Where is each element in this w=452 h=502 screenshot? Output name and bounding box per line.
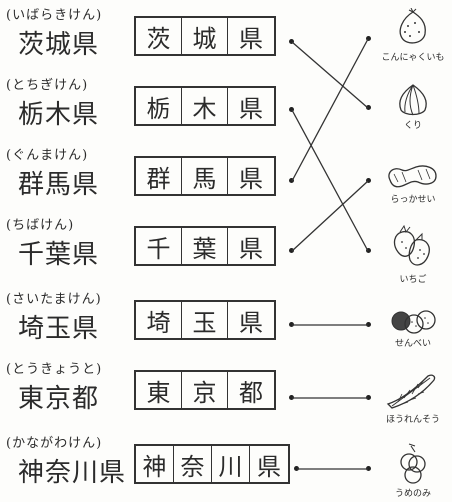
produce-item: こんにゃくいも <box>374 8 452 63</box>
kanji-box: 県 <box>239 308 263 337</box>
right-dot[interactable] <box>366 395 371 400</box>
produce-item: らっかせい <box>374 160 452 205</box>
right-dot[interactable] <box>366 105 371 110</box>
rice-cracker-icon <box>391 310 436 334</box>
reading-label: (とちぎけん) <box>6 78 89 93</box>
kanji-box: 県 <box>257 452 281 481</box>
kanji-boxes: 神 奈 川 県 <box>134 444 290 484</box>
kanji-boxes: 茨 城 県 <box>134 16 276 56</box>
prefecture-name: 栃木県 <box>18 100 100 130</box>
produce-item: ほうれんそう <box>374 370 452 425</box>
kanji-box: 埼 <box>136 302 182 338</box>
kanji-box: 馬 <box>182 158 228 194</box>
kanji-box: 群 <box>136 158 182 194</box>
left-dot[interactable] <box>289 107 294 112</box>
strawberry-icon <box>393 224 430 266</box>
kanji-box: 県 <box>239 24 263 53</box>
left-dot[interactable] <box>289 248 294 253</box>
left-dot[interactable] <box>289 178 294 183</box>
reading-label: (さいたまけん) <box>6 292 102 307</box>
prefecture-row: (さいたまけん) 埼玉県 埼 玉 県 <box>0 288 452 348</box>
kanji-box: 茨 <box>136 18 182 54</box>
kanji-box: 千 <box>136 228 182 264</box>
produce-item: くり <box>374 82 452 131</box>
kanji-box: 城 <box>182 18 228 54</box>
prefecture-row: (ちばけん) 千葉県 千 葉 県 <box>0 214 452 274</box>
prefecture-row: (ぐんまけん) 群馬県 群 馬 県 <box>0 144 452 204</box>
left-dot[interactable] <box>289 395 294 400</box>
right-dot[interactable] <box>366 178 371 183</box>
kanji-box: 京 <box>182 372 228 408</box>
reading-label: (とうきょうと) <box>6 362 103 377</box>
right-dot[interactable] <box>366 36 371 41</box>
produce-label: らっかせい <box>390 195 436 205</box>
prefecture-name: 千葉県 <box>18 240 100 270</box>
kanji-box: 栃 <box>136 88 182 124</box>
kanji-box: 東 <box>136 372 182 408</box>
produce-item: うめのみ <box>374 442 452 499</box>
produce-label: くり <box>403 121 422 131</box>
kanji-box: 都 <box>239 378 263 407</box>
kanji-boxes: 東 京 都 <box>134 370 276 410</box>
kanji-boxes: 栃 木 県 <box>134 86 276 126</box>
kanji-box: 玉 <box>182 302 228 338</box>
prefecture-row: (いばらきけん) 茨城県 茨 城 県 <box>0 4 452 64</box>
konnyaku-potato-icon <box>399 8 426 44</box>
kanji-box: 県 <box>239 164 263 193</box>
left-dot[interactable] <box>289 322 294 327</box>
spinach-icon <box>386 374 436 409</box>
produce-label: ほうれんそう <box>385 415 440 425</box>
produce-label: うめのみ <box>394 489 431 499</box>
produce-item: いちご <box>374 222 452 285</box>
reading-label: (ちばけん) <box>6 218 75 233</box>
prefecture-name: 東京都 <box>18 384 100 414</box>
left-dot[interactable] <box>289 39 294 44</box>
kanji-box: 神 <box>136 446 174 482</box>
kanji-boxes: 群 馬 県 <box>134 156 276 196</box>
reading-label: (かながわけん) <box>6 436 103 451</box>
produce-item: せんべい <box>374 306 452 349</box>
right-dot[interactable] <box>366 248 371 253</box>
kanji-boxes: 千 葉 県 <box>134 226 276 266</box>
kanji-boxes: 埼 玉 県 <box>134 300 276 340</box>
kanji-box: 県 <box>239 234 263 263</box>
reading-label: (ぐんまけん) <box>6 148 89 163</box>
match-line <box>291 109 369 252</box>
prefecture-row: (とうきょうと) 東京都 東 京 都 <box>0 358 452 418</box>
kanji-box: 県 <box>239 94 263 123</box>
ume-plum-icon <box>400 443 426 484</box>
prefecture-row: (かながわけん) 神奈川県 神 奈 川 県 <box>0 432 452 492</box>
match-line <box>291 180 369 252</box>
right-dot[interactable] <box>366 466 371 471</box>
prefecture-row: (とちぎけん) 栃木県 栃 木 県 <box>0 74 452 134</box>
produce-label: いちご <box>399 275 427 285</box>
kanji-box: 葉 <box>182 228 228 264</box>
reading-label: (いばらきけん) <box>6 8 103 23</box>
match-line <box>291 38 369 182</box>
left-dot[interactable] <box>294 466 299 471</box>
produce-label: せんべい <box>394 339 431 349</box>
match-line <box>291 41 369 109</box>
prefecture-name: 神奈川県 <box>18 458 127 488</box>
right-dot[interactable] <box>366 322 371 327</box>
kanji-box: 奈 <box>174 446 212 482</box>
produce-label: こんにゃくいも <box>381 53 445 63</box>
kanji-box: 木 <box>182 88 228 124</box>
kanji-box: 川 <box>212 446 250 482</box>
peanut-icon <box>388 165 437 188</box>
prefecture-name: 茨城県 <box>18 30 100 60</box>
chestnut-icon <box>399 84 427 116</box>
prefecture-name: 埼玉県 <box>18 314 100 344</box>
prefecture-name: 群馬県 <box>18 170 100 200</box>
